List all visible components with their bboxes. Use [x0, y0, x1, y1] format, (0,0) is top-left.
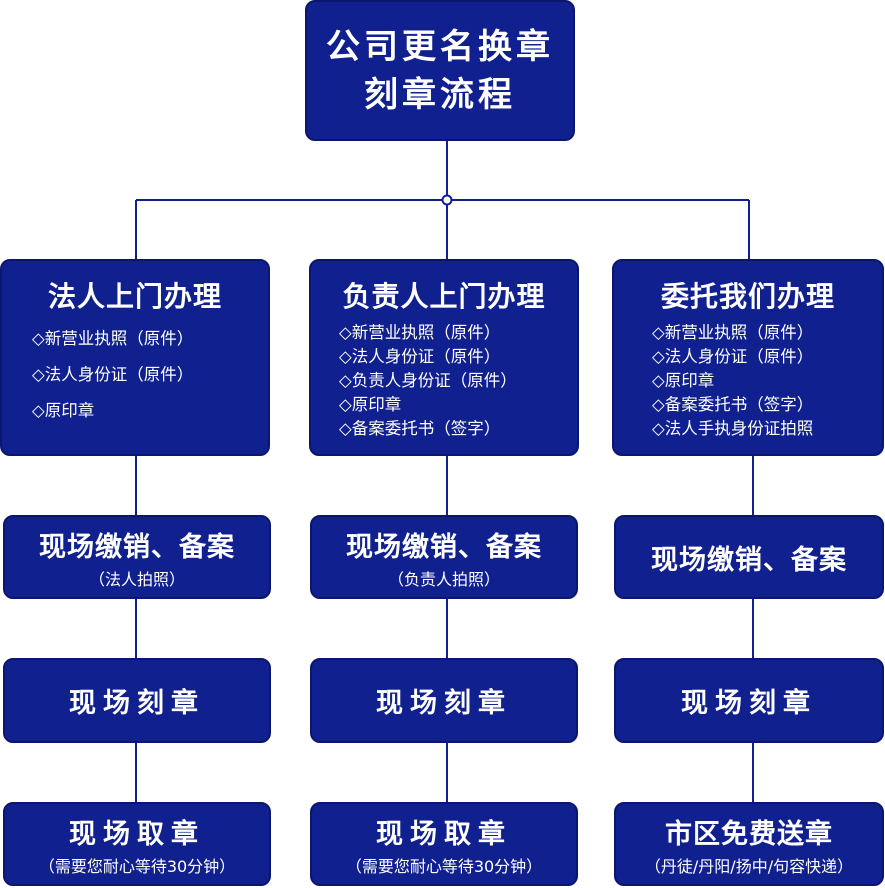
col3-step-cancel-record: 现场缴销、备案 [614, 515, 884, 599]
col2-step2-title: 现场刻章 [376, 688, 512, 719]
col1-title: 法人上门办理 [47, 280, 222, 313]
list-item: ◇新营业执照（原件） [652, 323, 814, 342]
col2-step3-sub: （需要您耐心等待30分钟） [345, 856, 543, 876]
list-item: ◇备案委托书（签字） [652, 395, 814, 414]
col3-item-list: ◇新营业执照（原件） ◇法人身份证（原件） ◇原印章 ◇备案委托书（签字） ◇法… [614, 321, 882, 441]
col2-item-list: ◇新营业执照（原件） ◇法人身份证（原件） ◇负责人身份证（原件） ◇原印章 ◇… [311, 321, 577, 441]
list-item: ◇备案委托书（签字） [339, 419, 501, 438]
root-title-line1: 公司更名换章 [326, 26, 554, 67]
col1-item-list: ◇新营业执照（原件） ◇法人身份证（原件） ◇原印章 [2, 321, 268, 429]
col3-step1-title: 现场缴销、备案 [651, 544, 847, 576]
col1-step1-sub: （法人拍照） [88, 569, 185, 589]
col2-step-pickup: 现场取章 （需要您耐心等待30分钟） [310, 802, 578, 886]
col1-step1-title: 现场缴销、备案 [39, 531, 235, 563]
col1-step3-sub: （需要您耐心等待30分钟） [38, 856, 236, 876]
col3-step2-title: 现场刻章 [681, 688, 817, 719]
list-item: ◇法人手执身份证拍照 [652, 419, 814, 438]
col3-step3-title: 市区免费送章 [665, 818, 833, 850]
root-title-line2: 刻章流程 [364, 74, 516, 115]
list-item: ◇法人身份证（原件） [32, 365, 194, 384]
col2-step-cancel-record: 现场缴销、备案 （负责人拍照） [310, 515, 578, 599]
col2-step3-title: 现场取章 [376, 818, 512, 850]
col1-step-engrave: 现场刻章 [3, 658, 271, 743]
col2-step1-title: 现场缴销、备案 [346, 531, 542, 563]
col2-title: 负责人上门办理 [342, 280, 546, 313]
list-item: ◇原印章 [32, 401, 95, 420]
col2-requirements-box: 负责人上门办理 ◇新营业执照（原件） ◇法人身份证（原件） ◇负责人身份证（原件… [309, 259, 579, 456]
col2-step-engrave: 现场刻章 [310, 658, 578, 743]
col1-step2-title: 现场刻章 [69, 688, 205, 719]
list-item: ◇新营业执照（原件） [339, 323, 501, 342]
col1-step-cancel-record: 现场缴销、备案 （法人拍照） [3, 515, 271, 599]
list-item: ◇法人身份证（原件） [339, 347, 501, 366]
list-item: ◇新营业执照（原件） [32, 329, 194, 348]
col3-step-engrave: 现场刻章 [614, 658, 884, 743]
col3-title: 委托我们办理 [660, 280, 835, 313]
list-item: ◇原印章 [339, 395, 402, 414]
col3-requirements-box: 委托我们办理 ◇新营业执照（原件） ◇法人身份证（原件） ◇原印章 ◇备案委托书… [612, 259, 884, 456]
junction-dot [441, 194, 453, 206]
col2-step1-sub: （负责人拍照） [387, 569, 500, 589]
list-item: ◇原印章 [652, 371, 715, 390]
col1-requirements-box: 法人上门办理 ◇新营业执照（原件） ◇法人身份证（原件） ◇原印章 [0, 259, 270, 456]
list-item: ◇法人身份证（原件） [652, 347, 814, 366]
col1-step-pickup: 现场取章 （需要您耐心等待30分钟） [3, 802, 271, 886]
col3-step-delivery: 市区免费送章 （丹徒/丹阳/扬中/句容快递） [614, 802, 884, 886]
col3-step3-sub: （丹徒/丹阳/扬中/句容快递） [644, 856, 854, 876]
root-node: 公司更名换章 刻章流程 [305, 0, 575, 141]
col1-step3-title: 现场取章 [69, 818, 205, 850]
list-item: ◇负责人身份证（原件） [339, 371, 517, 390]
